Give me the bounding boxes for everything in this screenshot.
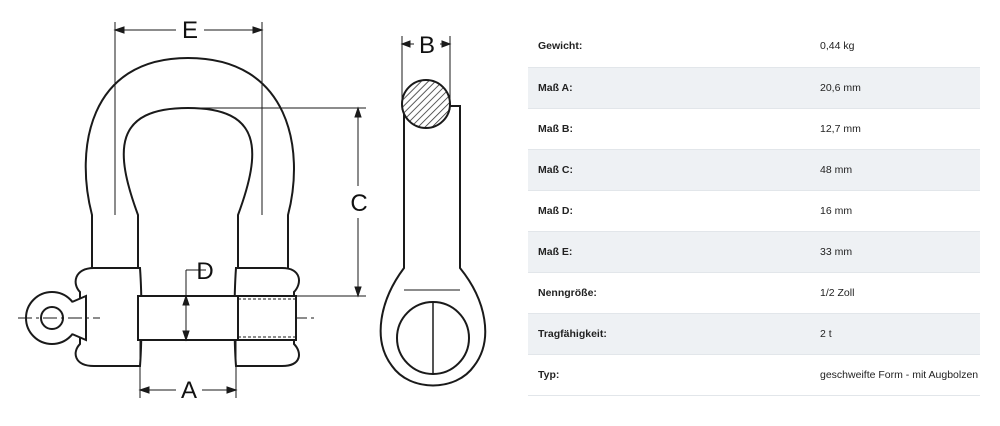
shackle-drawing: E B C D A: [18, 17, 487, 404]
spec-value: 0,44 kg: [810, 26, 980, 68]
spec-label: Maß D:: [528, 190, 810, 232]
spec-row: Maß B: 12,7 mm: [528, 108, 980, 150]
spec-value: 16 mm: [810, 190, 980, 232]
spec-label: Typ:: [528, 354, 810, 396]
spec-value: 48 mm: [810, 149, 980, 191]
spec-row: Maß A: 20,6 mm: [528, 67, 980, 109]
spec-value: geschweifte Form - mit Augbolzen: [810, 354, 980, 396]
dimension-label-b: B: [419, 32, 435, 59]
spec-value: 12,7 mm: [810, 108, 980, 150]
dimension-label-d: D: [196, 258, 213, 285]
spec-label: Nenngröße:: [528, 272, 810, 314]
dimension-label-a: A: [181, 377, 197, 404]
spec-row: Maß E: 33 mm: [528, 231, 980, 273]
spec-row: Typ: geschweifte Form - mit Augbolzen: [528, 354, 980, 396]
spec-value: 20,6 mm: [810, 67, 980, 109]
spec-label: Maß B:: [528, 108, 810, 150]
shackle-front-view: [18, 56, 318, 367]
spec-value: 33 mm: [810, 231, 980, 273]
bow-cross-section: [401, 79, 451, 129]
spec-row: Tragfähigkeit: 2 t: [528, 313, 980, 355]
dimension-label-c: C: [350, 190, 367, 217]
spec-label: Tragfähigkeit:: [528, 313, 810, 355]
spec-row: Maß C: 48 mm: [528, 149, 980, 191]
pin-thread: [237, 295, 297, 341]
shackle-side-view: [379, 79, 487, 387]
spec-label: Maß E:: [528, 231, 810, 273]
spec-row: Maß D: 16 mm: [528, 190, 980, 232]
shackle-bow: [84, 56, 295, 276]
spec-value: 1/2 Zoll: [810, 272, 980, 314]
spec-label: Maß A:: [528, 67, 810, 109]
spec-label: Gewicht:: [528, 26, 810, 68]
dimension-label-e: E: [182, 17, 198, 44]
spec-row: Gewicht: 0,44 kg: [528, 26, 980, 68]
spec-row: Nenngröße: 1/2 Zoll: [528, 272, 980, 314]
spec-table: Gewicht: 0,44 kg Maß A: 20,6 mm Maß B: 1…: [528, 26, 980, 396]
spec-label: Maß C:: [528, 149, 810, 191]
spec-value: 2 t: [810, 313, 980, 355]
